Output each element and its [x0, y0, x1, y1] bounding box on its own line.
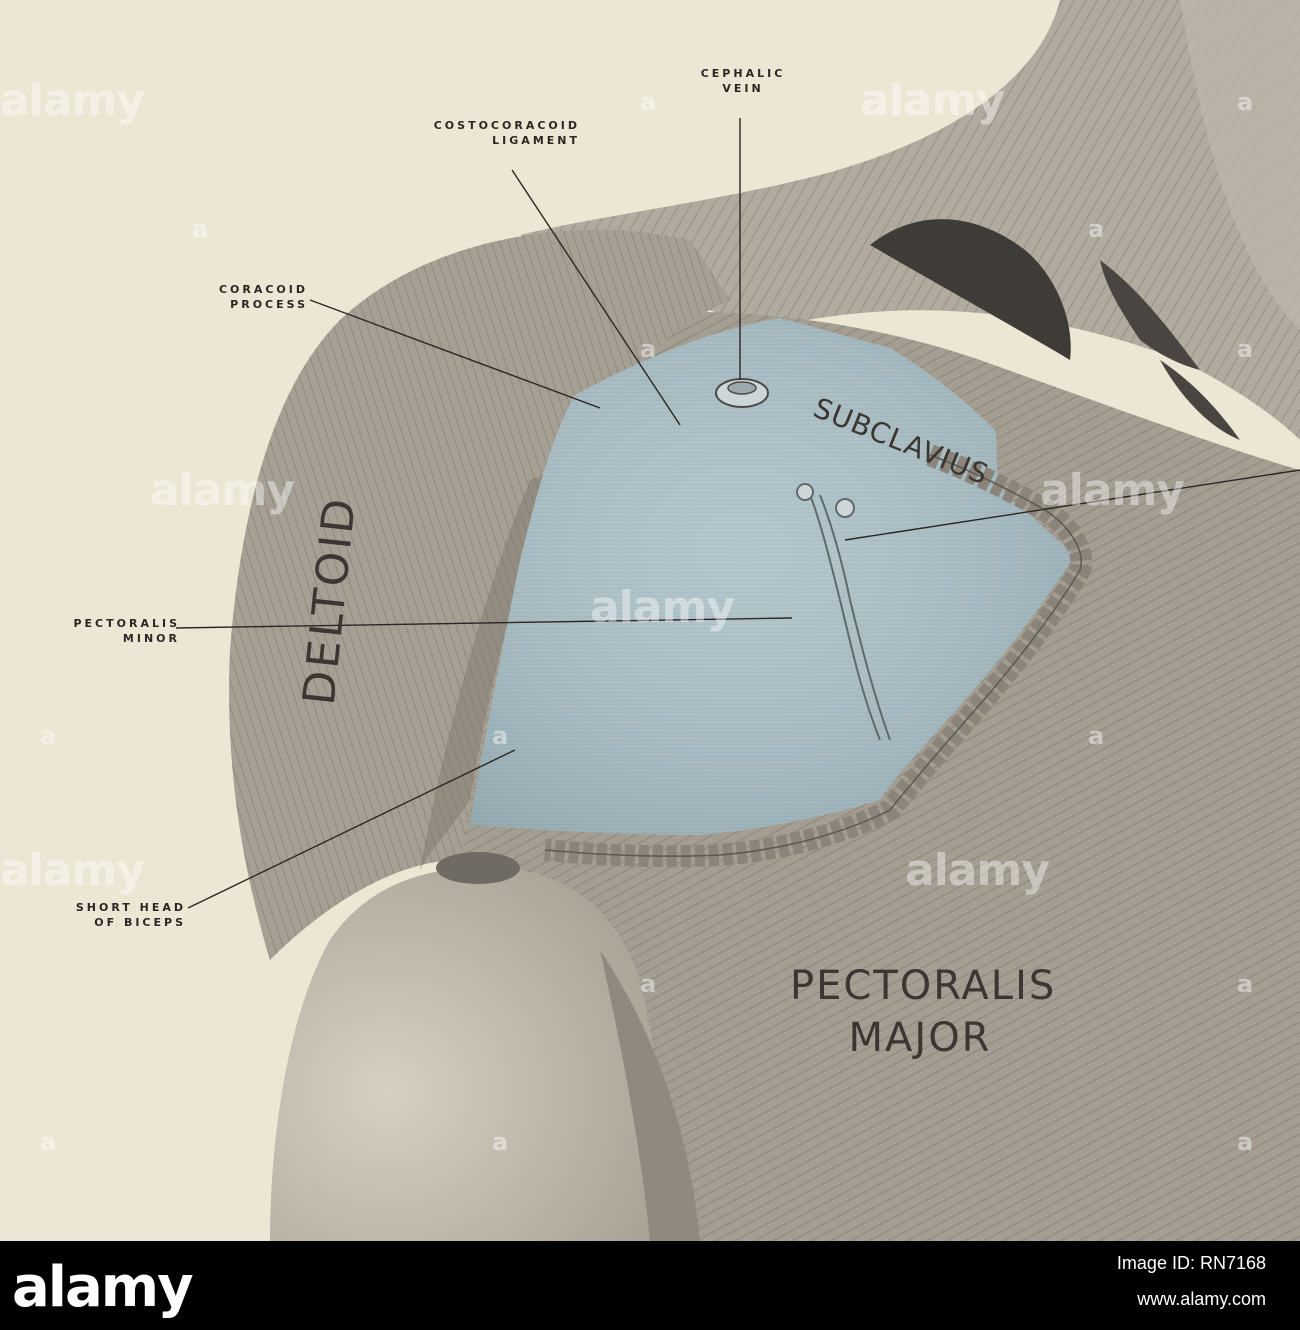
- watermark-4: alamy: [1040, 465, 1185, 516]
- watermark-letter-12: a: [40, 1128, 57, 1156]
- leader-line-costocoracoid-ligament: [511, 169, 681, 426]
- label-short-head-of-biceps: SHORT HEAD OF BICEPS: [0, 900, 186, 930]
- biceps-groove: [600, 950, 700, 1241]
- watermark-letter-7: a: [40, 722, 57, 750]
- watermark-5: alamy: [590, 582, 735, 633]
- watermark-3: alamy: [150, 465, 295, 516]
- deltoid-muscle: [229, 229, 731, 960]
- label-costocoracoid-line1: COSTOCORACOID: [433, 119, 580, 132]
- footer-image-id: Image ID: RN7168: [1116, 1253, 1266, 1273]
- watermark-letter-6: a: [1237, 335, 1254, 363]
- leader-lines: [175, 118, 1300, 909]
- footer-logo[interactable]: alamy: [12, 1255, 194, 1320]
- watermark-letter-3: a: [192, 215, 209, 243]
- watermark-letter-11: a: [1237, 970, 1254, 998]
- label-cephalic-vein: CEPHALIC VEIN: [678, 66, 808, 96]
- watermark-letter-4: a: [1088, 215, 1105, 243]
- label-costocoracoid-line2: LIGAMENT: [492, 134, 580, 147]
- watermark-letter-10: a: [640, 970, 657, 998]
- neck-muscles: [520, 0, 1300, 440]
- pectoralis-major-label: PECTORALIS MAJOR: [790, 960, 1057, 1064]
- lateral-gap: [1160, 360, 1240, 440]
- infraclavicular-gap: [1100, 260, 1200, 370]
- watermark-letter-13: a: [492, 1128, 509, 1156]
- watermark-letter-1: a: [640, 88, 657, 116]
- label-cephalic-vein-line1: CEPHALIC: [700, 67, 786, 80]
- watermark-letter-2: a: [1237, 88, 1254, 116]
- label-pectoralis-minor: PECTORALIS MINOR: [0, 616, 180, 646]
- watermark-6: alamy: [0, 845, 145, 896]
- watermark-letter-9: a: [1088, 722, 1105, 750]
- leader-line-thoracoacromial: [844, 469, 1300, 541]
- footer-url[interactable]: www.alamy.com: [1137, 1289, 1266, 1309]
- deltoid-shadow: [420, 470, 560, 870]
- label-coracoid-process: CORACOID PROCESS: [130, 282, 308, 312]
- label-coracoid-line1: CORACOID: [218, 283, 308, 296]
- watermark-2: alamy: [860, 75, 1005, 126]
- pectoralis-major-label-line2: MAJOR: [848, 1015, 992, 1061]
- label-short-head-line2: OF BICEPS: [94, 916, 186, 929]
- watermark-7: alamy: [905, 845, 1050, 896]
- biceps-short-head-stump: [436, 852, 520, 884]
- label-costocoracoid-ligament: COSTOCORACOID LIGAMENT: [300, 118, 580, 148]
- label-pectoralis-minor-line1: PECTORALIS: [73, 617, 180, 630]
- watermark-letter-8: a: [492, 722, 509, 750]
- thoracoacromial-vessels: [796, 483, 891, 741]
- watermark-letter-14: a: [1237, 1128, 1254, 1156]
- label-cephalic-vein-line2: VEIN: [722, 82, 764, 95]
- leader-line-short-head-of-biceps: [187, 749, 516, 909]
- footer-bar: alamy Image ID: RN7168 www.alamy.com: [0, 1241, 1300, 1330]
- leader-line-coracoid-process: [309, 299, 601, 409]
- leader-line-pectoralis-minor: [175, 617, 793, 629]
- pectoralis-major-label-line1: PECTORALIS: [790, 963, 1057, 1009]
- supraclavicular-fossa: [870, 219, 1071, 360]
- anatomical-illustration: [175, 0, 1300, 1241]
- label-pectoralis-minor-line2: MINOR: [122, 632, 180, 645]
- upper-arm: [270, 867, 662, 1241]
- label-coracoid-line2: PROCESS: [230, 298, 308, 311]
- watermark-letter-5: a: [640, 335, 657, 363]
- label-short-head-line1: SHORT HEAD: [75, 901, 186, 914]
- cephalic-vein-structure: [715, 378, 769, 408]
- watermark-1: alamy: [0, 75, 145, 126]
